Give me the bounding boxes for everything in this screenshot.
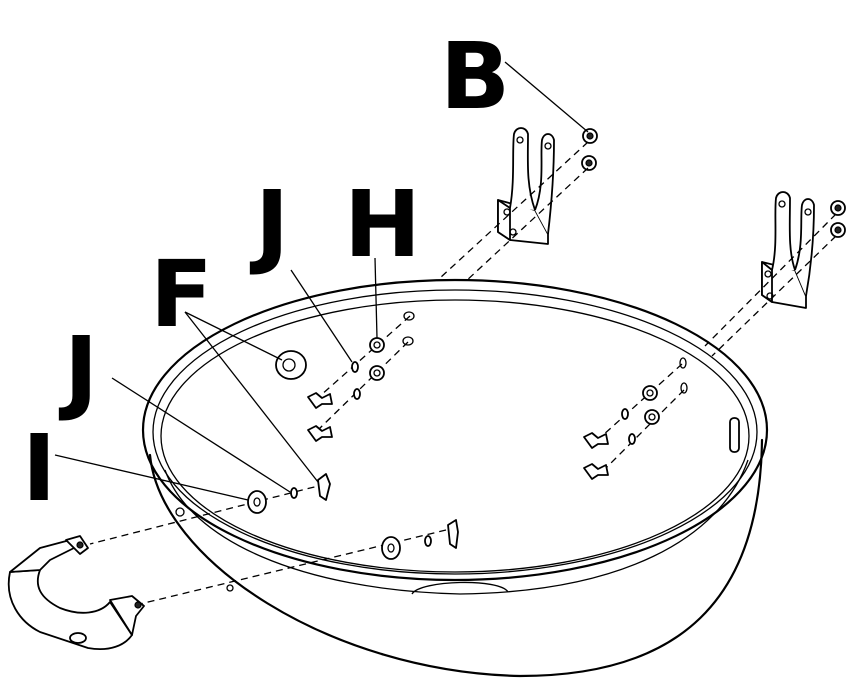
callout-h: H (344, 171, 421, 278)
right-leg-bracket (761, 191, 815, 309)
callout-j-lower: J (58, 317, 98, 424)
spacer-f (275, 350, 307, 380)
callout-i: I (22, 415, 56, 522)
washer-h-group (369, 337, 660, 425)
handle (7, 535, 145, 650)
rim-holes-left (402, 311, 415, 346)
callout-j-upper: J (249, 171, 289, 278)
washer-j-group (290, 361, 636, 547)
washer-i-group (247, 490, 401, 560)
assembly-lines (89, 141, 837, 605)
callout-b: B (440, 23, 510, 130)
callout-f: F (150, 241, 213, 348)
bowl (141, 278, 769, 678)
wing-nut-group (307, 392, 609, 549)
leader-lines (54, 61, 589, 501)
bolt-b-group (581, 128, 846, 238)
rim-holes-right (679, 357, 688, 394)
left-leg-bracket (497, 127, 555, 245)
